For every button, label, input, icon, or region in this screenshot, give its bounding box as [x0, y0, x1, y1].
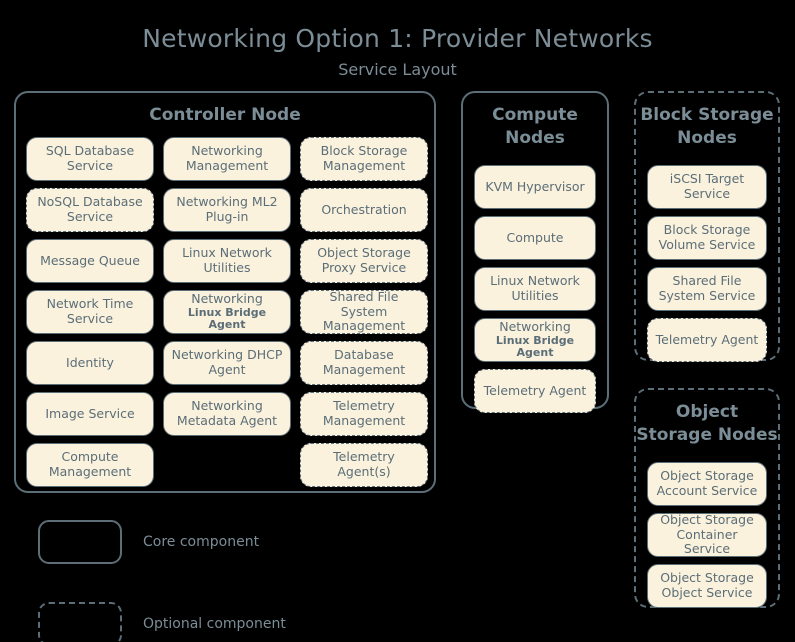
service-label: Message Queue [40, 252, 140, 268]
service-label: Block Storage Volume Service [658, 222, 756, 252]
service-box[interactable]: Object Storage Proxy Service [300, 239, 428, 283]
service-label: Database Management [322, 347, 406, 377]
service-box[interactable]: Networking DHCP Agent [163, 341, 291, 385]
service-list: SQL Database Service Networking Managemen… [26, 137, 428, 487]
service-sublabel: Linux Bridge Agent [187, 305, 267, 332]
service-label: Orchestration [321, 201, 407, 217]
service-label: Telemetry Management [322, 398, 406, 428]
service-label: Object Storage Account Service [656, 468, 758, 498]
service-label: Telemetry Agent [655, 331, 759, 347]
service-box[interactable]: Compute Management [26, 443, 154, 487]
service-box[interactable]: Identity [26, 341, 154, 385]
service-label: KVM Hypervisor [485, 178, 585, 194]
service-label: Object Storage Proxy Service [317, 245, 411, 275]
grid-spacer [163, 443, 291, 487]
service-box[interactable]: Object Storage Container Service [647, 511, 767, 557]
service-label: Networking [499, 318, 571, 334]
service-label: Compute [506, 229, 564, 245]
node-title: Controller Node [149, 105, 301, 125]
page-title: Networking Option 1: Provider Networks [142, 24, 653, 53]
service-box[interactable]: Linux Network Utilities [163, 239, 291, 283]
service-label: Networking Metadata Agent [176, 398, 278, 428]
service-box[interactable]: Shared File System Service [647, 267, 767, 311]
service-box[interactable]: Networking ML2 Plug-in [163, 188, 291, 232]
service-box[interactable]: Telemetry Management [300, 392, 428, 436]
service-label: Shared File System Service [658, 273, 756, 303]
service-box[interactable]: Message Queue [26, 239, 154, 283]
service-box[interactable]: Image Service [26, 392, 154, 436]
service-label: Networking [191, 290, 263, 306]
service-box[interactable]: Block Storage Volume Service [647, 216, 767, 260]
service-box[interactable]: Orchestration [300, 188, 428, 232]
service-label: NoSQL Database Service [37, 194, 143, 224]
service-box[interactable]: Networking Management [163, 137, 291, 181]
service-label: Identity [66, 354, 114, 370]
service-label: Networking ML2 Plug-in [176, 194, 278, 224]
service-label: Linux Network Utilities [182, 245, 272, 275]
legend-row: Optional component [38, 598, 368, 642]
service-label: Telemetry Agent [483, 382, 587, 398]
service-box[interactable]: iSCSI Target Service [647, 165, 767, 209]
service-box[interactable]: Compute [474, 216, 596, 260]
service-box[interactable]: Networking Metadata Agent [163, 392, 291, 436]
service-box[interactable]: Shared File System Management [300, 288, 428, 334]
legend-label: Optional component [143, 616, 286, 632]
service-box[interactable]: Database Management [300, 341, 428, 385]
service-box[interactable]: Telemetry Agent [647, 318, 767, 362]
service-sublabel: Linux Bridge Agent [495, 333, 575, 360]
service-label: Image Service [45, 405, 135, 421]
service-label: Networking Management [185, 143, 269, 173]
service-box[interactable]: Telemetry Agent [474, 369, 596, 413]
service-label: Telemetry Agent(s) [333, 449, 395, 479]
service-label: Networking DHCP Agent [171, 347, 283, 377]
service-label: Block Storage Management [320, 143, 408, 173]
service-label: iSCSI Target Service [669, 171, 745, 201]
service-box[interactable]: Block Storage Management [300, 137, 428, 181]
service-box[interactable]: KVM Hypervisor [474, 165, 596, 209]
node-title: Compute Nodes [492, 105, 578, 148]
service-box[interactable]: Object Storage Object Service [647, 564, 767, 608]
service-box[interactable]: NoSQL Database Service [26, 188, 154, 232]
legend-swatch-core [38, 520, 122, 564]
legend-label: Core component [143, 534, 260, 550]
service-label: Object Storage Object Service [660, 570, 754, 600]
service-box[interactable]: Network Time Service [26, 290, 154, 334]
service-box[interactable]: Telemetry Agent(s) [300, 443, 428, 487]
service-label: Shared File System Management [322, 288, 406, 334]
node-title: Block Storage Nodes [640, 105, 774, 148]
service-label: Object Storage Container Service [660, 511, 754, 557]
legend-row: Core component [38, 516, 368, 568]
service-label: Linux Network Utilities [490, 273, 580, 303]
service-box[interactable]: Linux Network Utilities [474, 267, 596, 311]
service-box[interactable]: SQL Database Service [26, 137, 154, 181]
legend-swatch-optional [38, 602, 122, 642]
page-subtitle: Service Layout [338, 60, 457, 79]
service-box[interactable]: Object Storage Account Service [647, 462, 767, 506]
service-label: SQL Database Service [45, 143, 135, 173]
node-title: Object Storage Nodes [636, 402, 778, 445]
service-label: Network Time Service [46, 296, 134, 326]
service-label: Compute Management [48, 449, 132, 479]
